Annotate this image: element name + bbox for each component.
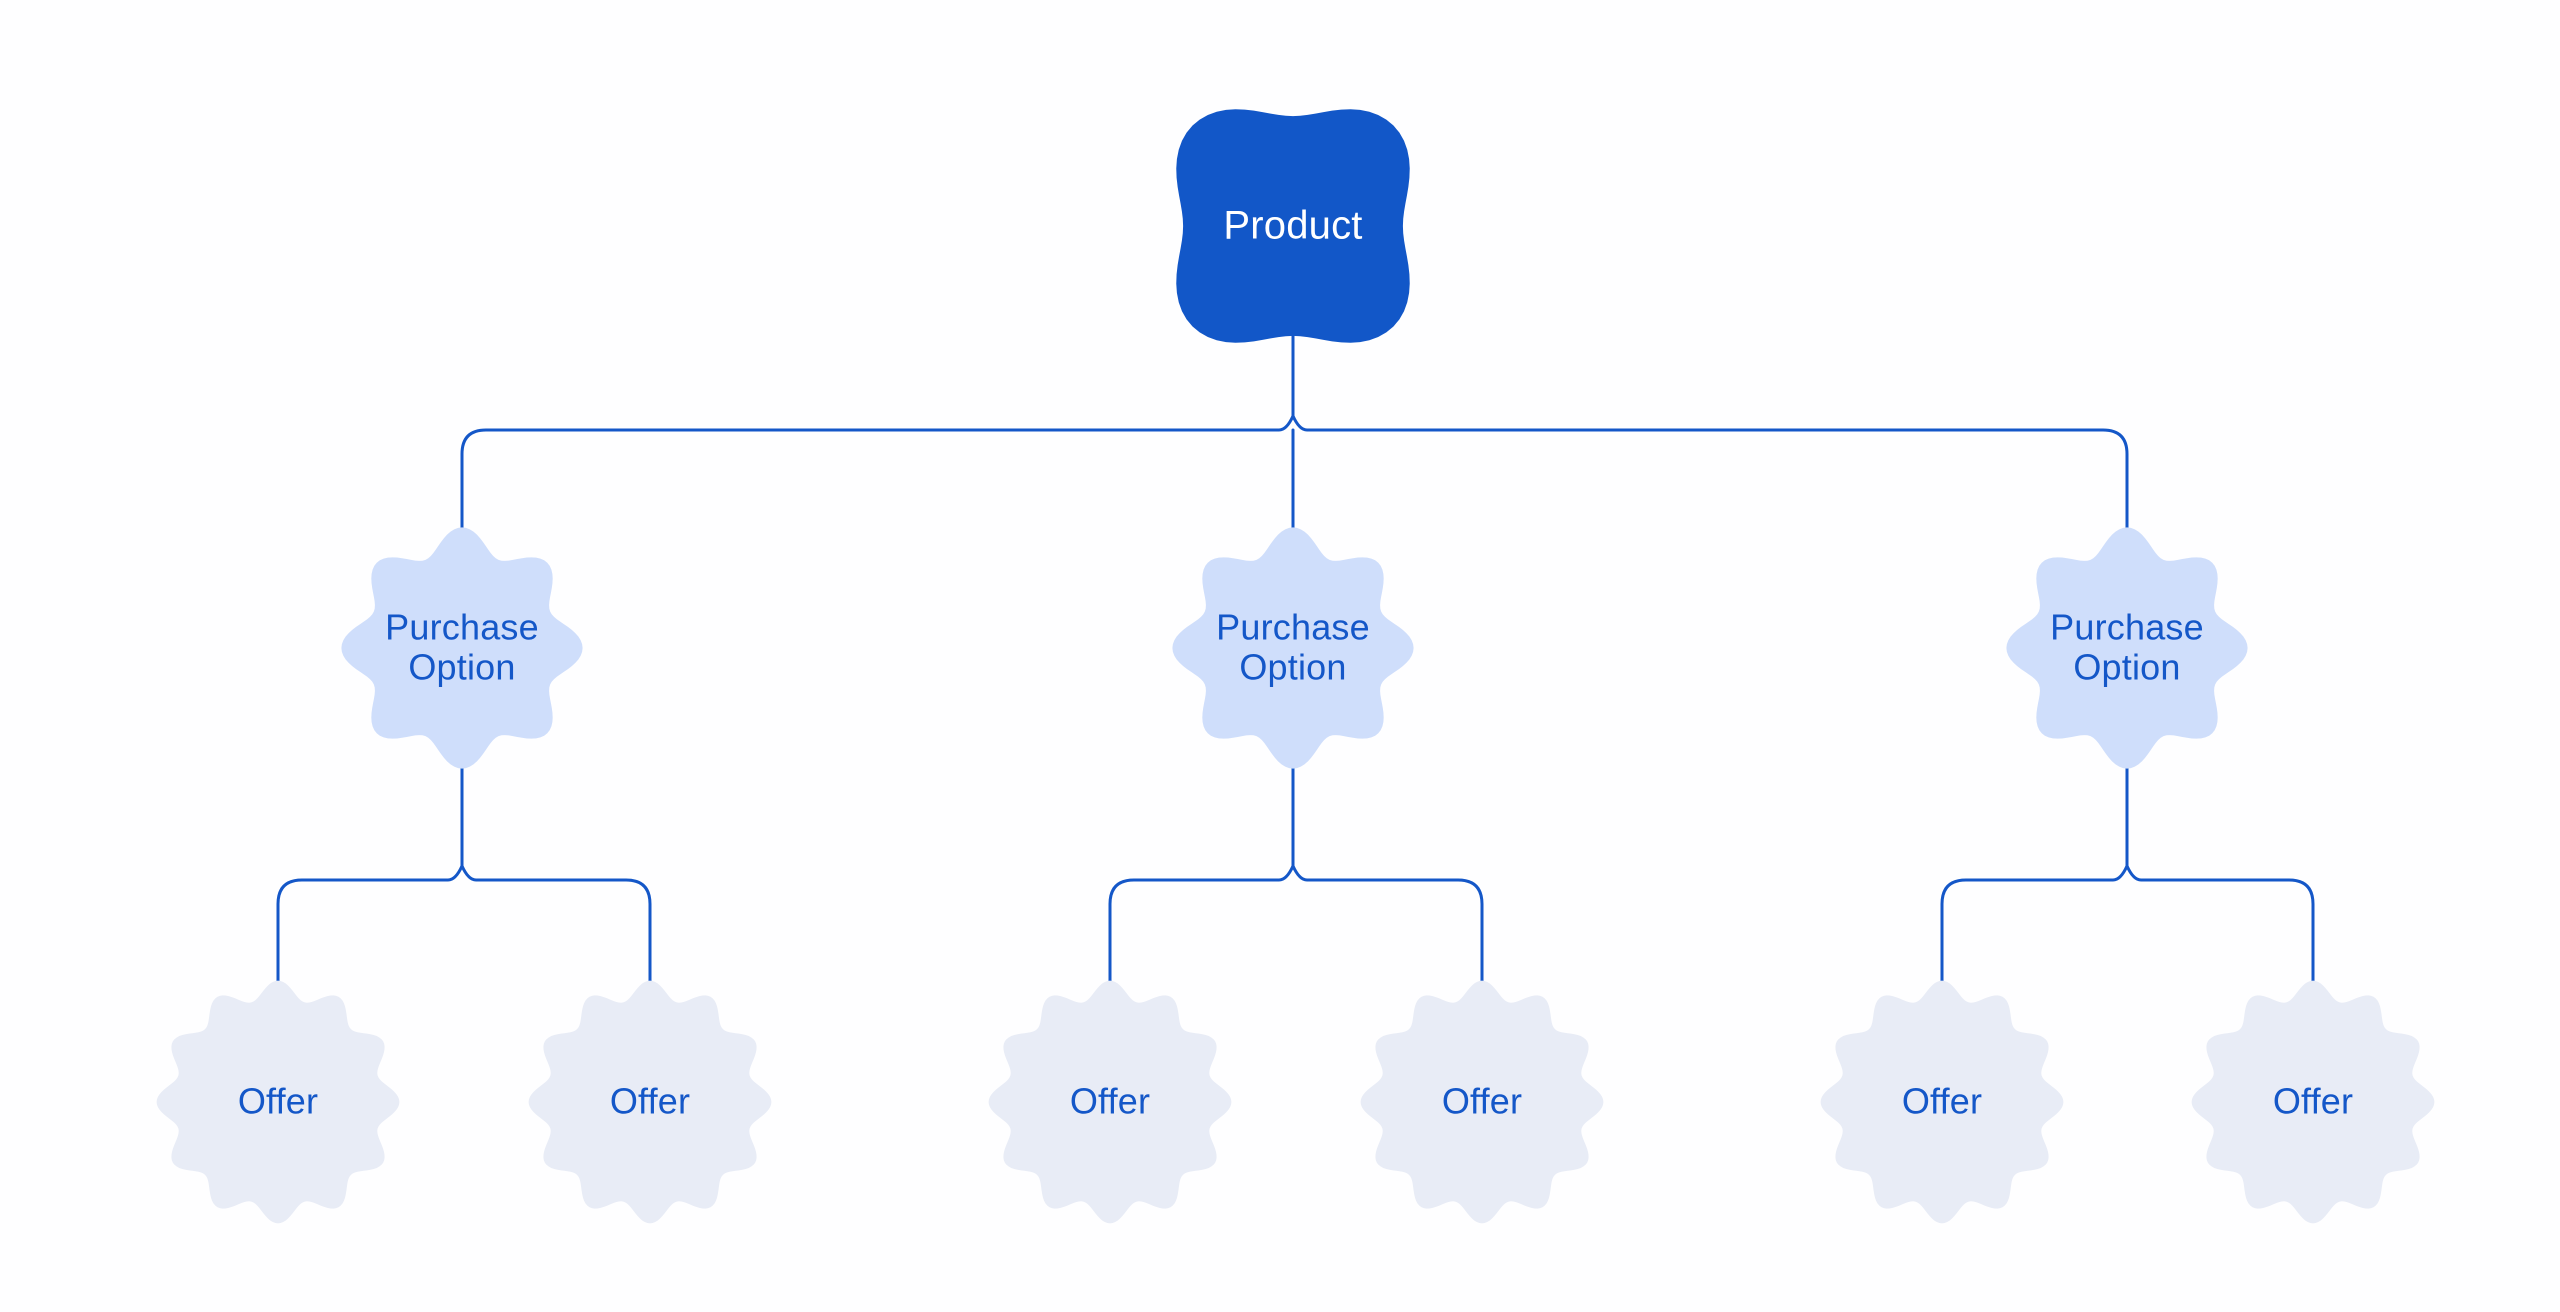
edge-purchase-option-3-to-offers-bus-left <box>1940 864 2129 997</box>
offer-blob-shape <box>156 980 400 1224</box>
purchase-option-label-line1: Purchase <box>2050 607 2204 648</box>
offer-blob-shape <box>1820 980 2064 1224</box>
node-offer-3[interactable]: Offer <box>988 980 1232 1224</box>
edge-purchase-option-2-to-offers-bus-right <box>1291 864 1484 997</box>
purchase-option-label-line1: Purchase <box>1216 607 1370 648</box>
offer-label: Offer <box>610 1081 690 1122</box>
purchase-option-blob-shape <box>341 527 583 769</box>
offer-label: Offer <box>1442 1081 1522 1122</box>
node-offer-4[interactable]: Offer <box>1360 980 1604 1224</box>
product-label: Product <box>1223 204 1362 248</box>
node-offer-5[interactable]: Offer <box>1820 980 2064 1224</box>
offer-label: Offer <box>2273 1081 2353 1122</box>
node-offer-1[interactable]: Offer <box>156 980 400 1224</box>
edge-purchase-option-3-to-offers-bus-right <box>2125 864 2315 997</box>
product-blob-shape <box>1176 109 1410 343</box>
edge-product-to-options-bus-left <box>460 414 1295 552</box>
offer-label: Offer <box>1902 1081 1982 1122</box>
edge-purchase-option-2-to-offers-bus-left <box>1108 864 1295 997</box>
offer-blob-shape <box>2191 980 2435 1224</box>
node-offer-6[interactable]: Offer <box>2191 980 2435 1224</box>
purchase-option-label-line2: Option <box>1239 647 1346 688</box>
node-layer: ProductPurchaseOptionPurchaseOptionPurch… <box>156 109 2435 1224</box>
edge-purchase-option-1-to-offers-bus-right <box>460 864 652 997</box>
edge-purchase-option-1-to-offers-bus-left <box>276 864 464 997</box>
purchase-option-label-line2: Option <box>408 647 515 688</box>
purchase-option-label-line2: Option <box>2073 647 2180 688</box>
offer-blob-shape <box>988 980 1232 1224</box>
purchase-option-label-line1: Purchase <box>385 607 539 648</box>
offer-blob-shape <box>528 980 772 1224</box>
node-product[interactable]: Product <box>1176 109 1410 343</box>
node-offer-2[interactable]: Offer <box>528 980 772 1224</box>
connector-layer <box>276 316 2315 997</box>
purchase-option-blob-shape <box>2006 527 2248 769</box>
offer-label: Offer <box>1070 1081 1150 1122</box>
purchase-option-blob-shape <box>1172 527 1414 769</box>
offer-label: Offer <box>238 1081 318 1122</box>
edge-product-to-options-bus-right <box>1291 414 2129 552</box>
offer-blob-shape <box>1360 980 1604 1224</box>
